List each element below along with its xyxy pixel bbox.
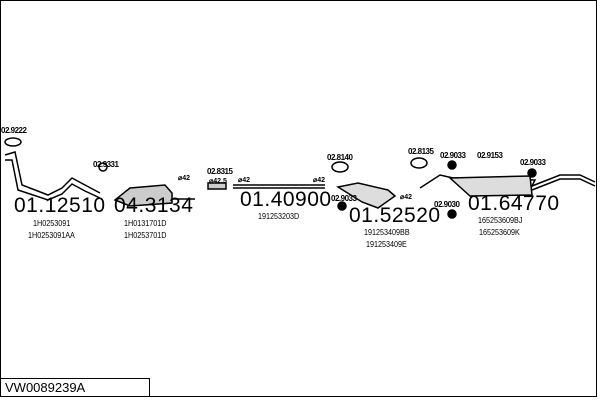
front-pipe-drawing — [4, 151, 101, 196]
oem-number: 191253409E — [366, 240, 407, 249]
diagram-code-box: VW0089239A — [0, 378, 150, 397]
part-number: 01.12510 — [14, 194, 106, 217]
diameter-label: ⌀42 — [178, 175, 191, 182]
accessory-ref: 02.8315 — [207, 167, 233, 176]
part-number: 01.40900 — [240, 188, 332, 211]
accessory-ref: 02.9033 — [520, 158, 546, 167]
accessory-ref: 02.9030 — [434, 200, 460, 209]
oem-number: 191253203D — [258, 212, 300, 221]
accessory-ref: 02.8135 — [408, 147, 434, 156]
accessory-ref: 02.9331 — [93, 160, 119, 169]
oem-number: 1H0253091 — [33, 219, 71, 228]
oem-number: 1H0253091AA — [28, 231, 75, 240]
accessory-ref: 02.9222 — [1, 126, 27, 135]
diameter-label: ⌀42 — [313, 177, 326, 184]
diameter-label: ⌀42.5 — [209, 178, 227, 185]
oem-number: 165253609BJ — [478, 216, 523, 225]
part-number: 01.64770 — [468, 192, 560, 215]
accessory-ref: 02.9033 — [331, 194, 357, 203]
oem-number: 191253409BB — [364, 228, 410, 237]
gasket-drawing — [4, 137, 22, 147]
oem-number: 165253609K — [479, 228, 520, 237]
diameter-label: ⌀42 — [400, 194, 413, 201]
center-silencer-drawing — [336, 182, 397, 209]
oem-number: 1H0253701D — [124, 231, 167, 240]
part-number: 04.3134 — [114, 194, 194, 217]
oem-number: 1H0131701D — [124, 219, 167, 228]
accessory-ref: 02.8140 — [327, 153, 353, 162]
rear-silencer-drawing — [448, 175, 533, 197]
accessory-ref: 02.9033 — [440, 151, 466, 160]
part-number: 01.52520 — [349, 204, 441, 227]
accessory-ref: 02.9153 — [477, 151, 503, 160]
diameter-label: ⌀42 — [238, 177, 251, 184]
catalyst-drawing — [113, 184, 173, 207]
ring-drawing — [98, 162, 108, 172]
